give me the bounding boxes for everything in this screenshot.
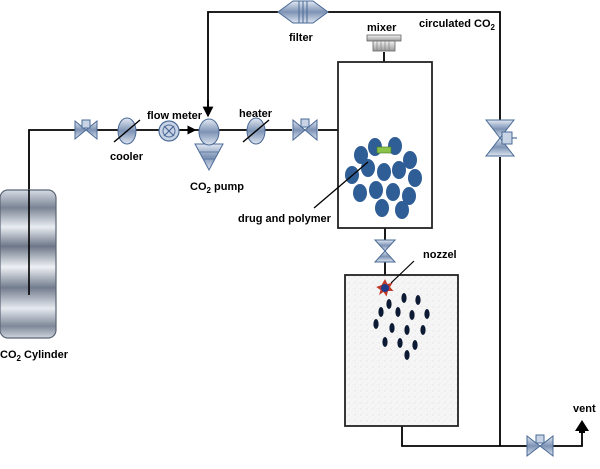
co2-pump-subscript: 2 [207, 186, 212, 195]
circulated-co2-text: circulated CO [419, 18, 491, 30]
valve-icon [74, 119, 98, 141]
pipe-vent [552, 430, 583, 447]
nozzel-label: nozzel [423, 249, 457, 261]
co2-cylinder-label: CO2 Cylinder [0, 349, 69, 363]
filter-icon [277, 0, 329, 24]
drug-polymer-label: drug and polymer [238, 213, 332, 225]
filter-label: filter [289, 32, 314, 44]
cooler-icon [113, 117, 141, 145]
nozzle-pointer-line [390, 260, 415, 284]
flow-meter-icon [158, 120, 180, 142]
co2-cylinder-tail: Cylinder [21, 349, 69, 361]
heater-icon [242, 117, 270, 145]
drug-marker [376, 146, 392, 154]
mixer-icon [366, 34, 402, 52]
nozzle-icon [376, 279, 394, 297]
circulated-co2-label: circulated CO2 [419, 18, 496, 32]
flow-meter-label: flow meter [147, 110, 203, 122]
pump-icon [194, 118, 224, 172]
co2-pump-text: CO [190, 181, 207, 193]
valve-icon [292, 118, 318, 142]
vent-arrow-icon [575, 420, 589, 433]
piping [28, 11, 583, 447]
valve-icon [373, 239, 397, 263]
pipe-bottom-outlet [401, 426, 528, 447]
co2-pump-tail: pump [211, 181, 244, 193]
precipitated-particles [373, 293, 430, 360]
back-pressure-valve-icon [484, 119, 517, 157]
mixer-label: mixer [367, 22, 397, 34]
circulated-co2-subscript: 2 [491, 23, 496, 32]
precipitation-chamber [344, 274, 459, 427]
co2-cylinder-subscript: 2 [17, 354, 22, 363]
pipe-recycle-top [207, 11, 278, 112]
vent-label: vent [573, 403, 596, 415]
co2-cylinder-icon [0, 189, 57, 339]
co2-cylinder-text: CO [0, 349, 17, 361]
pipe-recycle-right [328, 11, 501, 120]
co2-pump-label: CO2 pump [190, 181, 244, 195]
heater-label: heater [239, 108, 273, 120]
valve-icon [526, 434, 554, 458]
drug-pointer-line [313, 161, 369, 209]
drug-polymer-particles [345, 137, 422, 219]
cooler-label: cooler [110, 151, 144, 163]
